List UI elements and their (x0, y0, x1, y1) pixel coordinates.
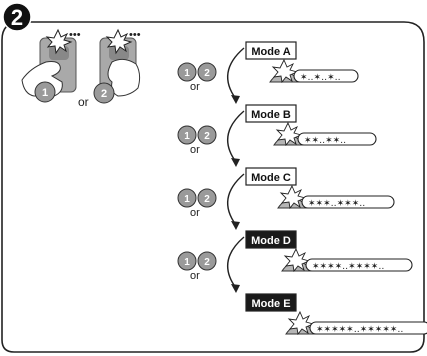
mode-label-text: Mode C (251, 172, 291, 184)
remote-button-icon (197, 62, 217, 82)
lamp-flash-row: ✶‥✶‥✶‥ (269, 58, 359, 84)
mode-label: Mode D (245, 230, 297, 249)
lamp-flash-row: ✶✶✶✶‥✶✶✶✶‥ (281, 247, 413, 273)
transition-arrow (227, 110, 245, 167)
flash-burst-icon (283, 247, 311, 273)
hand-icon (107, 58, 141, 97)
flash-pattern-pill (305, 258, 413, 272)
transition-arrow (227, 47, 245, 104)
panel-frame (1, 21, 425, 353)
remote-button-number: 2 (204, 194, 210, 205)
lamp-flash-row: ✶✶✶‥✶✶✶‥ (277, 184, 395, 210)
button-pair: 1 2 or (177, 62, 217, 93)
or-label: or (78, 95, 89, 109)
flash-pattern-text: ✶✶✶✶‥✶✶✶✶‥ (312, 262, 384, 272)
remote-button-number: 1 (184, 131, 190, 142)
button-pair: 1 2 or (177, 251, 217, 282)
remote-button-number: 1 (184, 257, 190, 268)
remote-button-icon (177, 251, 197, 271)
flash-burst-icon (287, 310, 315, 336)
transition-arrow (227, 236, 245, 293)
mode-label: Mode C (245, 167, 297, 186)
flash-pattern-pill (297, 132, 377, 146)
remote-button-number: 2 (204, 131, 210, 142)
remote-button-badge (93, 82, 115, 104)
mode-label: Mode E (245, 293, 297, 312)
remote-button-badge (34, 81, 56, 103)
svg-text:•••: ••• (69, 29, 81, 41)
flash-pattern-text: ✶✶‥✶✶‥ (304, 136, 346, 146)
flash-burst-icon (271, 58, 299, 84)
remote-button-number: 2 (101, 88, 107, 100)
flash-pattern-text: ✶✶✶‥✶✶✶‥ (308, 199, 365, 209)
remote-button-number: 1 (184, 68, 190, 79)
flash-burst-icon (279, 184, 307, 210)
mode-label: Mode A (245, 41, 297, 60)
step-number: 2 (11, 5, 23, 30)
flash-pattern-pill (301, 195, 395, 209)
remote-button-number: 2 (204, 257, 210, 268)
remote-button-icon (177, 188, 197, 208)
or-label: or (190, 144, 200, 156)
lamp-flash-row: ✶✶✶✶✶‥✶✶✶✶✶‥ (285, 310, 427, 336)
mode-label-text: Mode B (251, 109, 291, 121)
remote-control-2: ••• 2 (93, 28, 141, 104)
remote-button-icon (197, 251, 217, 271)
mode-label-text: Mode A (251, 46, 290, 58)
mode-label: Mode B (245, 104, 297, 123)
flash-pattern-text: ✶✶✶✶✶‥✶✶✶✶✶‥ (316, 325, 403, 335)
svg-text:•••: ••• (129, 29, 141, 41)
flash-pattern-pill (293, 69, 359, 83)
lamp-flash-row: ✶✶‥✶✶‥ (273, 121, 377, 147)
transition-arrow (227, 173, 245, 230)
remote-button-number: 1 (184, 194, 190, 205)
remote-button-icon (197, 188, 217, 208)
remote-control-1: ••• 1 (21, 28, 81, 103)
remote-button-icon (177, 125, 197, 145)
or-label: or (190, 270, 200, 282)
or-label: or (190, 81, 200, 93)
mode-label-text: Mode D (251, 235, 291, 247)
step-badge: 2 (2, 2, 32, 32)
button-pair: 1 2 or (177, 125, 217, 156)
flash-pattern-pill (309, 321, 427, 335)
or-label: or (190, 207, 200, 219)
flash-pattern-text: ✶‥✶‥✶‥ (300, 73, 341, 83)
mode-label-text: Mode E (251, 298, 290, 310)
flash-burst-icon (45, 28, 73, 55)
flash-burst-icon (275, 121, 303, 147)
flash-burst-icon (105, 28, 133, 55)
remote-button-icon (177, 62, 197, 82)
remote-button-number: 1 (42, 87, 48, 99)
remote-button-icon (197, 125, 217, 145)
remote-button-number: 2 (204, 68, 210, 79)
button-pair: 1 2 or (177, 188, 217, 219)
